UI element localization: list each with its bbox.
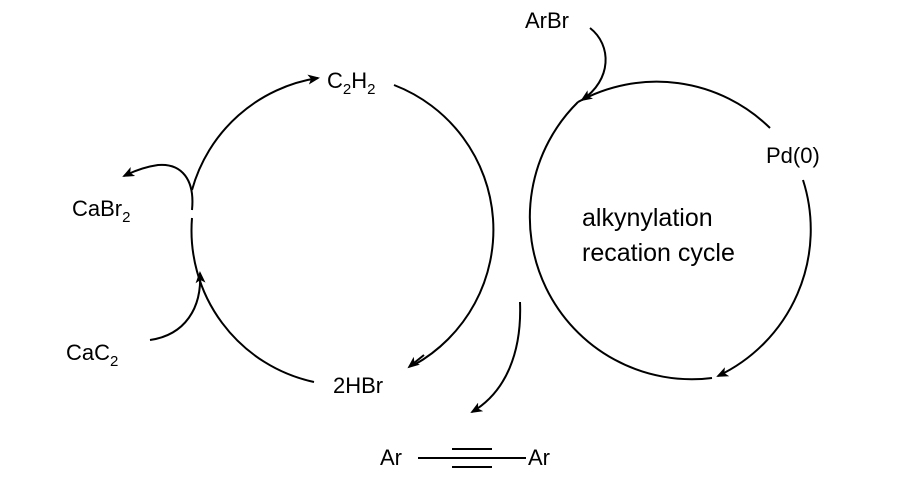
c2h2-label: C2H2 <box>327 68 375 98</box>
cabr2-label: CaBr2 <box>72 196 130 226</box>
product-release-arrow <box>470 301 522 414</box>
hbr-label: 2HBr <box>333 373 383 398</box>
triple-bond <box>452 448 492 468</box>
cycle-name-line1: alkynylation <box>582 204 713 232</box>
left-cycle-arc-top <box>191 74 320 191</box>
product-aryl-right: Ar <box>528 445 550 470</box>
product-diarylacetylene: Ar Ar <box>380 445 550 470</box>
cabr2-release-arrow <box>122 163 194 211</box>
left-cycle-arc-main <box>393 84 495 366</box>
arbr-input-arrow <box>580 27 607 102</box>
pd0-label: Pd(0) <box>766 143 820 168</box>
product-aryl-left: Ar <box>380 445 402 470</box>
left-cycle-arc-bottom <box>190 217 315 383</box>
left-cycle-arrow-to-hbr <box>407 354 425 369</box>
right-cycle <box>528 80 812 381</box>
cycle-name-line2: recation cycle <box>582 239 735 267</box>
arbr-label: ArBr <box>525 8 569 33</box>
right-cycle-arc-right <box>716 179 812 377</box>
left-cycle <box>190 74 495 383</box>
right-cycle-arc-left <box>528 101 713 381</box>
cac2-input-arrow <box>149 271 206 341</box>
cac2-label: CaC2 <box>66 340 118 370</box>
right-cycle-arc-top <box>577 80 771 129</box>
